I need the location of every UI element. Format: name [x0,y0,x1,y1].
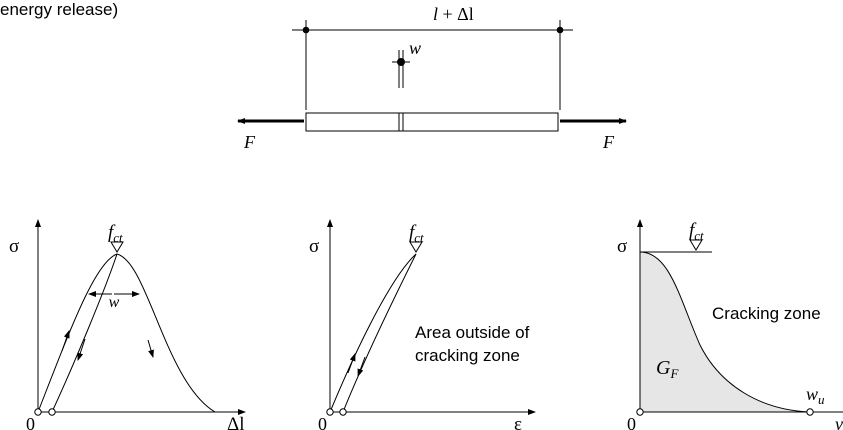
middle-unload-circle [339,408,347,416]
left-y-axis-label: σ [9,236,19,257]
crack-marker-dot [397,58,405,66]
middle-peak-label: fct [409,222,424,245]
middle-note-line2: cracking zone [415,346,520,365]
length-label: l + Δl [433,4,474,24]
length-dimension-dot-right [556,26,564,34]
middle-origin-circle [326,408,334,416]
crack-width-label: w [409,38,421,58]
middle-x-axis-label: ε [514,414,522,430]
left-crack-width-label: w [109,294,120,311]
right-wu-label: wu [806,384,825,407]
force-label-left: F [243,132,256,152]
middle-note-line1: Area outside of [415,323,530,342]
left-loading-curve [37,253,118,413]
left-origin-circle [34,408,42,416]
force-label-right: F [602,132,615,152]
left-soften-arrow [147,339,154,358]
left-unload-circle [48,408,56,416]
middle-unloading-curve [342,253,417,413]
right-y-axis-label: σ [617,236,627,257]
middle-loading-curve [329,253,417,413]
caption-fragment: energy release) [0,0,119,19]
length-dimension-dot-left [302,26,310,34]
left-peak-triangle [110,241,124,253]
left-unload-arrow [77,338,86,361]
left-unloading-path [51,253,118,413]
middle-y-axis-label: σ [309,236,319,257]
left-reload-arrow [61,330,70,352]
fracture-energy-area [640,252,810,412]
right-x-axis-label: v [835,414,843,430]
right-peak-triangle [689,239,703,251]
left-origin-label: 0 [26,414,35,430]
panel-middle-graph [326,219,536,416]
panel-left-graph [34,219,246,416]
right-peak-label: fct [689,220,704,243]
middle-reload-arrow [347,353,356,374]
right-origin-label: 0 [627,414,636,430]
right-softening-curve [639,251,811,413]
right-zone-label: Cracking zone [712,304,821,323]
middle-peak-triangle [409,241,423,253]
specimen-bar [305,112,559,132]
middle-origin-label: 0 [318,414,327,430]
right-energy-label: GF [656,357,679,381]
middle-unload-arrow [357,356,366,377]
panel-right-graph [636,219,843,416]
left-softening-curve [116,253,216,413]
left-x-axis-label: Δl [227,414,245,430]
right-ultimate-circle [806,408,814,416]
right-origin-circle [636,408,644,416]
specimen-sketch [237,20,627,132]
left-peak-label: fct [108,222,123,245]
